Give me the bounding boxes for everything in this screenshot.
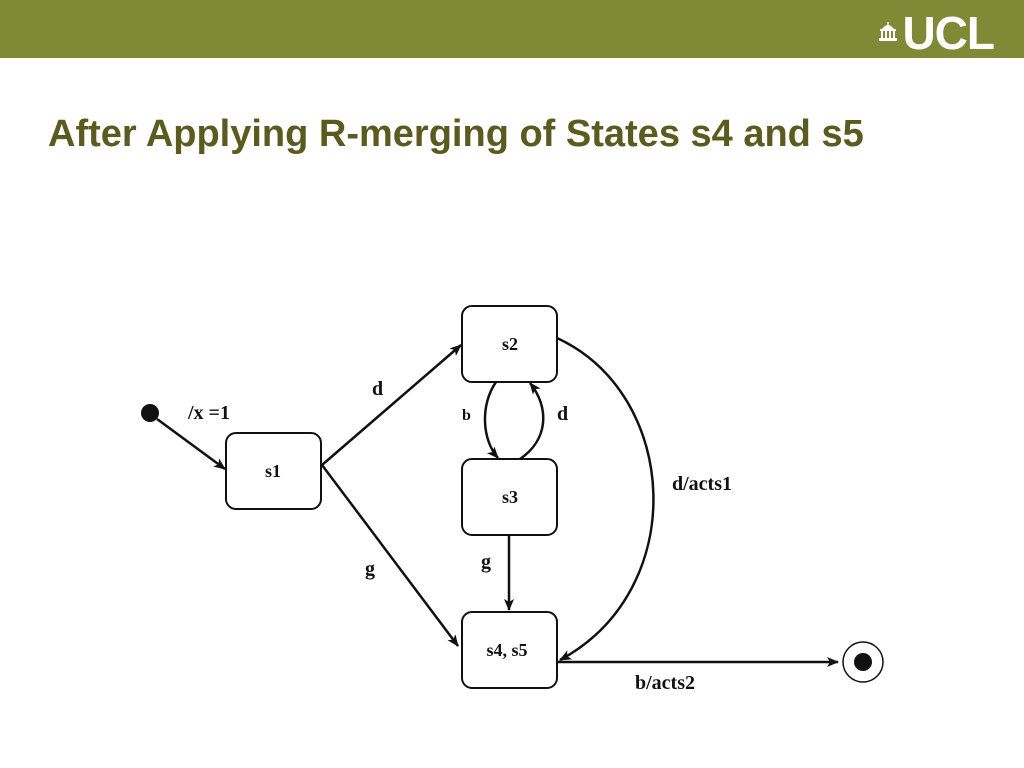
transition-s1-s45 xyxy=(321,464,459,647)
logo-text: UCL xyxy=(902,7,995,59)
initial-state xyxy=(141,404,159,422)
portico-icon xyxy=(879,22,898,41)
state-s1-box[interactable] xyxy=(225,432,322,510)
label-s3-s45: g xyxy=(481,551,491,573)
slide-title: After Applying R-merging of States s4 an… xyxy=(48,113,864,155)
label-s2-s3: b xyxy=(462,407,471,424)
state-s1-label: s1 xyxy=(265,461,281,481)
state-s2-label: s2 xyxy=(502,334,518,354)
transition-s3-s2 xyxy=(519,382,545,461)
transition-s2-s45 xyxy=(556,336,655,662)
state-s45-label: s4, s5 xyxy=(486,640,527,660)
ucl-logo: UCL xyxy=(878,7,995,59)
label-s1-s45: g xyxy=(365,558,375,580)
transition-s1-s2 xyxy=(321,344,462,466)
label-s3-s2: d xyxy=(557,403,568,425)
label-s45-final: b/acts2 xyxy=(635,672,695,694)
final-state-dot xyxy=(854,653,872,671)
state-s45-box[interactable] xyxy=(461,611,558,689)
state-s2-box[interactable] xyxy=(461,305,558,383)
label-init: /x =1 xyxy=(187,402,230,424)
label-s2-s45: d/acts1 xyxy=(672,473,732,495)
state-s3-box[interactable] xyxy=(461,458,558,536)
transition-s2-s3 xyxy=(483,381,499,459)
label-s1-s2: d xyxy=(372,378,383,400)
state-s3-label: s3 xyxy=(502,487,518,507)
transition-init-s1 xyxy=(156,417,226,471)
header-bar xyxy=(0,0,1024,58)
